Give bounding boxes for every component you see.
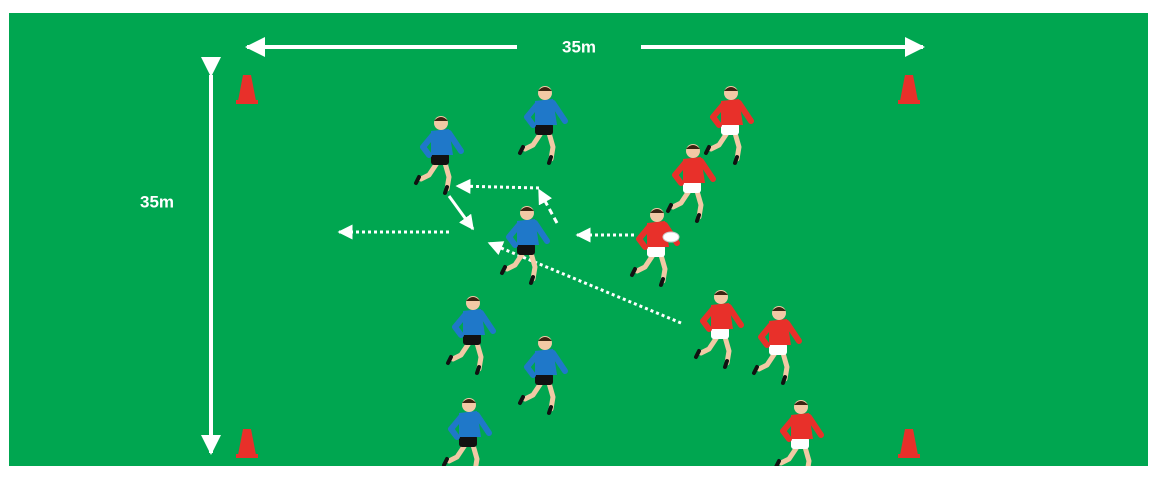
red-team bbox=[632, 86, 821, 466]
pass-arrow-top bbox=[455, 178, 540, 194]
height-dimension: 35m bbox=[140, 57, 221, 455]
width-dimension: 35m bbox=[245, 37, 925, 57]
pass-arrow-diagonal bbox=[537, 188, 559, 224]
rugby-ball-icon bbox=[662, 231, 680, 243]
pass-arrow-long bbox=[487, 241, 682, 325]
red-player-ball-carrier bbox=[632, 208, 679, 285]
drill-diagram: 35m 35m bbox=[9, 13, 1148, 466]
height-label: 35m bbox=[140, 192, 174, 211]
movement-arrows bbox=[337, 178, 682, 325]
width-label: 35m bbox=[562, 37, 596, 56]
field bbox=[9, 13, 1148, 466]
run-arrow-support bbox=[447, 195, 475, 231]
